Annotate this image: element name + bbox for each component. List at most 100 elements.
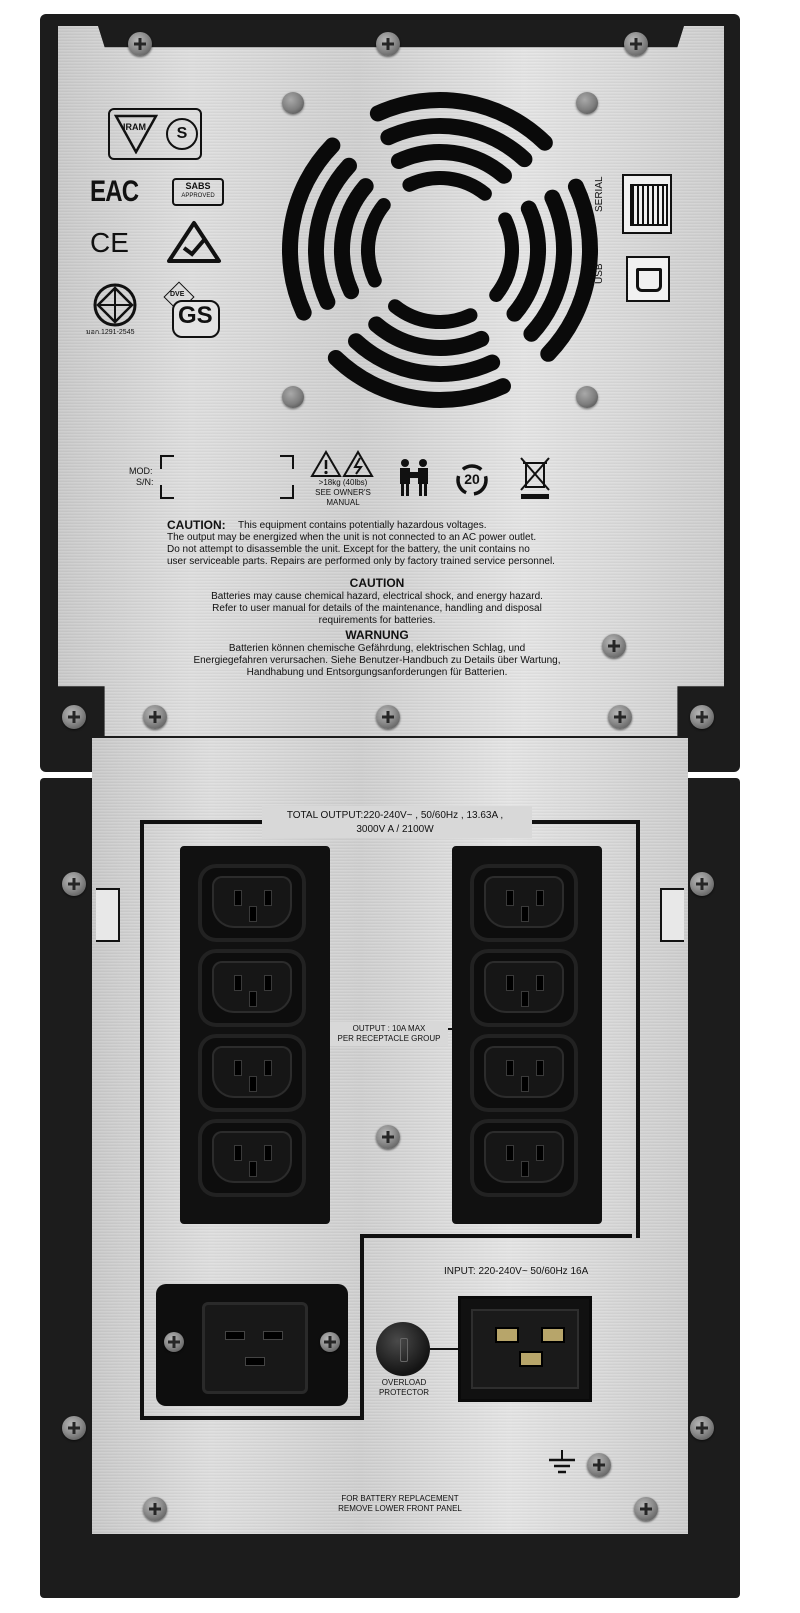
casing-screw	[62, 1416, 86, 1440]
lower-border-bottom	[140, 1416, 364, 1420]
gs-text: GS	[178, 302, 213, 329]
usb-port[interactable]	[626, 256, 670, 302]
gs-box	[172, 300, 220, 338]
c13-outlet[interactable]	[198, 1034, 306, 1112]
serial-port[interactable]	[622, 174, 672, 234]
c20-mount-screw	[320, 1332, 340, 1352]
casing-screw	[143, 705, 167, 729]
casing-screw	[690, 705, 714, 729]
casing-screw	[62, 872, 86, 896]
casing-screw	[690, 1416, 714, 1440]
casing-screw	[624, 32, 648, 56]
sabs-text: SABS	[185, 181, 211, 191]
side-latch-right	[660, 888, 684, 942]
group-label-bg	[330, 1022, 448, 1046]
sabs-approved-text: APPROVED	[181, 193, 215, 199]
c20-face	[202, 1302, 308, 1394]
total-output-label-bg	[262, 806, 532, 838]
ground-symbol-icon	[549, 1450, 575, 1474]
battery-caution-line-3: requirements for batteries.	[318, 615, 436, 626]
weee-bin-icon	[520, 457, 550, 499]
casing-screw	[690, 872, 714, 896]
group-output-line-1: OUTPUT : 10A MAX	[352, 1024, 426, 1033]
casing-screw	[634, 1497, 658, 1521]
casing-screw	[143, 1497, 167, 1521]
battery-caution-line-1: Batteries may cause chemical hazard, ele…	[211, 591, 543, 602]
group-output-line-2: PER RECEPTACLE GROUP	[337, 1034, 441, 1043]
c13-outlet[interactable]	[198, 1119, 306, 1197]
side-latch-left	[96, 888, 120, 942]
c13-outlet[interactable]	[470, 864, 578, 942]
weight-line-1: >18kg (40lbs)	[318, 478, 368, 487]
iram-s-mark-icon: S	[166, 118, 198, 150]
fan-stud	[576, 386, 598, 408]
serial-port-label: SERIAL	[594, 176, 605, 212]
serial-number-field	[160, 455, 294, 499]
two-person-lift-icon	[400, 459, 428, 496]
c20-input-inlet[interactable]	[458, 1296, 592, 1402]
usb-port-label: USB	[594, 263, 605, 284]
c13-outlet[interactable]	[470, 1119, 578, 1197]
sn-label: S/N:	[136, 477, 154, 487]
c13-outlet[interactable]	[198, 949, 306, 1027]
tisi-logo-icon	[93, 283, 137, 327]
battery-caution-heading: CAUTION	[349, 576, 405, 590]
eac-mark: EAC	[90, 175, 139, 208]
warning-triangle-icon	[310, 450, 342, 477]
electric-hazard-icon	[342, 450, 374, 477]
inlet-face	[471, 1309, 579, 1389]
casing-screw	[602, 634, 626, 658]
caution-heading: CAUTION:	[167, 518, 226, 532]
ground-screw	[587, 1453, 611, 1477]
tisi-standard-text: มอก.1291-2545	[86, 329, 135, 336]
overload-connector	[430, 1348, 458, 1350]
overload-protector-button[interactable]	[376, 1322, 430, 1376]
battery-note-line-1: FOR BATTERY REPLACEMENT	[341, 1494, 459, 1503]
overload-line-2: PROTECTOR	[378, 1388, 430, 1397]
iram-logo: IRAM S	[108, 108, 202, 160]
c20-output-outlet[interactable]	[156, 1284, 348, 1406]
casing-screw	[62, 705, 86, 729]
c13-outlet[interactable]	[198, 864, 306, 942]
ce-mark: CE	[90, 227, 129, 258]
caution-line-4: user serviceable parts. Repairs are perf…	[167, 556, 555, 567]
iram-text: IRAM	[123, 122, 146, 132]
casing-screw	[608, 705, 632, 729]
lower-border-step-vertical	[360, 1234, 364, 1420]
c20-mount-screw	[164, 1332, 184, 1352]
dve-text: DVE	[170, 291, 185, 298]
weight-line-3: MANUAL	[326, 498, 360, 507]
warnung-line-1: Batterien können chemische Gefährdung, e…	[228, 643, 526, 654]
battery-note-line-2: REMOVE LOWER FRONT PANEL	[338, 1504, 462, 1513]
usb-b-jack-icon	[636, 268, 662, 292]
rj45-jack-icon	[630, 184, 668, 226]
recycle-years-text: 20	[464, 471, 480, 487]
fan-grille	[282, 92, 598, 408]
recycle-years-icon	[456, 464, 488, 496]
battery-caution-line-2: Refer to user manual for details of the …	[212, 603, 542, 614]
total-output-line-1: TOTAL OUTPUT:220-240V~ , 50/60Hz , 13.63…	[286, 810, 504, 821]
mod-label: MOD:	[129, 466, 153, 476]
sabs-logo: SABS APPROVED	[172, 178, 224, 206]
fan-stud	[282, 386, 304, 408]
warnung-line-2: Energiegefahren verursachen. Siehe Benut…	[193, 655, 561, 666]
c13-outlet[interactable]	[470, 949, 578, 1027]
rcm-mark-icon	[167, 221, 221, 263]
group-connector-right	[448, 1028, 454, 1030]
warnung-line-3: Handhabung und Entsorgungsanforderungen …	[246, 667, 508, 678]
caution-line-2: The output may be energized when the uni…	[167, 532, 537, 543]
c13-outlet[interactable]	[470, 1034, 578, 1112]
lower-border-left	[140, 1234, 144, 1420]
total-output-line-2: 3000V A / 2100W	[356, 824, 434, 835]
iram-triangle-icon	[114, 114, 158, 154]
center-screw	[376, 1125, 400, 1149]
weight-line-2: SEE OWNER'S	[315, 488, 371, 497]
caution-line-3: Do not attempt to disassemble the unit. …	[167, 544, 530, 555]
casing-screw	[376, 705, 400, 729]
lower-border-step	[360, 1234, 632, 1238]
fan-stud	[576, 92, 598, 114]
input-label: INPUT: 220-240V~ 50/60Hz 16A	[444, 1266, 589, 1277]
caution-line-1: This equipment contains potentially haza…	[238, 520, 487, 531]
group-connector-left	[324, 1028, 330, 1030]
casing-screw	[376, 32, 400, 56]
